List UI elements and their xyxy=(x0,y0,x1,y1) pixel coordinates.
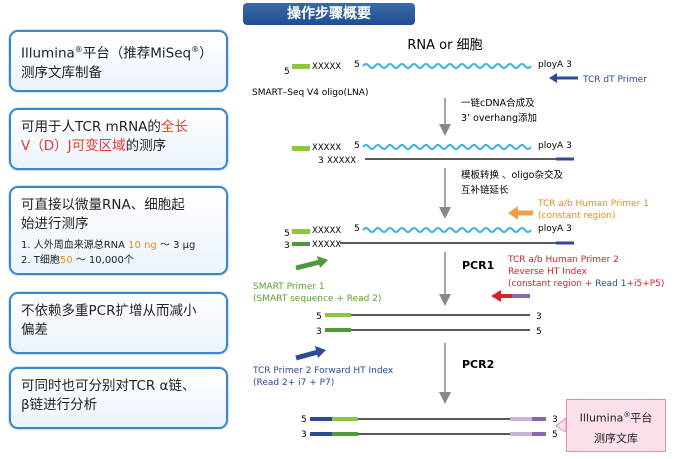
five-prime-label: 5 xyxy=(284,229,290,239)
five-prime-label: 5 xyxy=(354,141,360,151)
feature-box-no-multiplex: 不依赖多重PCR扩增从而减小 偏差 xyxy=(9,292,228,354)
smart-primer1-arrow xyxy=(295,259,321,271)
forward-primer-label: TCR Primer 2 Forward HT Index xyxy=(252,366,394,376)
tcr-dt-primer-label: TCR dT Primer xyxy=(582,75,647,85)
forward-primer-label: (Read 2+ i7 + P7) xyxy=(253,378,334,388)
smart-oligo-segment xyxy=(292,64,310,69)
read1-segment xyxy=(510,432,532,436)
feature-box-illumina: Illumina®平台（推荐MiSeq®） 测序文库制备 xyxy=(9,30,228,92)
primer2-label: Reverse HT Index xyxy=(508,267,588,277)
feature-text: 始进行测序 xyxy=(21,216,89,232)
feature-text: β链进行分析 xyxy=(21,397,98,413)
three-prime-label: 3 xyxy=(552,415,558,425)
three-prime-label: 3 xyxy=(318,156,324,166)
p7-segment xyxy=(310,417,332,421)
step2-text: 互补链延长 xyxy=(461,184,509,196)
feature-text: 偏差 xyxy=(21,322,48,338)
rna-wave xyxy=(362,144,532,150)
pcr2-label: PCR2 xyxy=(462,358,494,371)
pcr1-label: PCR1 xyxy=(462,259,494,272)
smart-segment xyxy=(332,432,358,436)
step1-rna: 5 XXXXX 5 ployA 3 SMART–Seq V4 oligo(LNA… xyxy=(252,60,647,98)
feature-box-full-length: 可用于人TCR mRNA的全长 V（D）J可变区域的测序 xyxy=(9,108,228,170)
read1-segment xyxy=(510,417,532,421)
p5-segment xyxy=(532,432,546,436)
final-library: 5 3 3 5 xyxy=(301,415,558,440)
xxxxx-label: XXXXX xyxy=(312,240,341,250)
feature-box-alpha-beta: 可同时也可分别对TCR α链、 β链进行分析 xyxy=(9,367,228,429)
smart-oligo-label: SMART–Seq V4 oligo(LNA) xyxy=(252,88,368,98)
feature-text: 可用于人TCR mRNA的全长 xyxy=(21,119,188,135)
five-prime-label: 5 xyxy=(284,67,290,77)
step3-template-switch: 5 XXXXX 5 ployA 3 3 XXXXX xyxy=(284,224,574,251)
smart-oligo-segment xyxy=(292,229,310,234)
five-prime-label: 5 xyxy=(316,312,322,322)
smart-segment xyxy=(332,417,358,421)
primer1-label: (constant region) xyxy=(538,211,615,221)
rna-label: RNA or 细胞 xyxy=(407,38,482,53)
primer2-label: TCR a/b Human Primer 2 xyxy=(507,255,619,265)
arrow-head xyxy=(317,256,328,268)
smart-segment xyxy=(325,313,351,317)
feature-text: 可同时也可分别对TCR α链、 xyxy=(21,378,196,394)
step2-text: 模板转换 、oligo杂交及 xyxy=(461,169,563,181)
arrow-head xyxy=(491,290,501,302)
rna-wave xyxy=(362,63,532,69)
illumina-library-callout: Illumina®平台 测序文库 xyxy=(566,399,666,452)
feature-text: 可直接以微量RNA、细胞起 xyxy=(21,197,185,213)
five-prime-label: 5 xyxy=(536,327,542,337)
arrow-head xyxy=(549,73,557,83)
feature-text: Illumina®平台（推荐MiSeq®） xyxy=(21,45,213,62)
arrow-head xyxy=(508,206,518,220)
xxxxx-label: XXXXX xyxy=(312,143,341,153)
p5-segment xyxy=(532,417,546,421)
primer2-label: (constant region + Read 1+i5+P5) xyxy=(508,279,664,289)
p7-segment xyxy=(310,432,332,436)
xxxxx-label: XXXXX xyxy=(312,62,341,72)
step2-first-strand: XXXXX 5 ployA 3 3 XXXXX xyxy=(292,141,574,166)
five-prime-label: 5 xyxy=(301,415,307,425)
smart-primer-label: (SMART sequence + Read 2) xyxy=(253,294,381,304)
step1-text: 3’ overhang添加 xyxy=(461,113,537,124)
polya-label: ployA 3 xyxy=(538,60,572,70)
five-prime-label: 5 xyxy=(354,60,360,70)
three-prime-label: 3 xyxy=(284,241,290,251)
xxxxx-label: XXXXX xyxy=(312,226,341,236)
smart-segment xyxy=(325,328,351,332)
feature-text: 不依赖多重PCR扩增从而减小 xyxy=(21,303,197,319)
five-prime-label: 5 xyxy=(354,224,360,234)
step1-text: 一链cDNA合成及 xyxy=(461,97,535,109)
three-prime-label: 3 xyxy=(316,327,322,337)
feature-box-low-input: 可直接以微量RNA、细胞起 始进行测序 1. 人外周血来源总RNA 10 ng … xyxy=(9,186,228,275)
input-range-note: 1. 人外周血来源总RNA 10 ng ～ 3 μg 2. T细胞50 ～ 10… xyxy=(21,240,196,266)
complement-segment xyxy=(292,242,310,246)
smart-primer-label: SMART Primer 1 xyxy=(253,282,325,292)
callout-text: 测序文库 xyxy=(594,431,638,445)
arrow-head xyxy=(315,346,326,358)
forward-primer-arrow xyxy=(295,349,319,361)
primer1-label: TCR a/b Human Primer 1 xyxy=(537,199,649,209)
callout-text: Illumina®平台 xyxy=(579,411,653,425)
feature-text: 测序文库制备 xyxy=(21,64,102,81)
page-title: 操作步骤概要 xyxy=(243,3,415,25)
rna-wave xyxy=(362,227,532,233)
feature-text: V（D）J可变区域的测序 xyxy=(21,138,167,154)
three-prime-label: 3 xyxy=(301,430,307,440)
xxxxx-label: XXXXX xyxy=(327,156,356,166)
pcr1-product: 5 3 3 5 xyxy=(316,312,542,337)
three-prime-label: 3 xyxy=(536,312,542,322)
polya-label: ployA 3 xyxy=(538,141,572,151)
polya-label: ployA 3 xyxy=(538,224,572,234)
five-prime-label: 5 xyxy=(552,430,558,440)
smart-oligo-segment xyxy=(292,146,310,151)
